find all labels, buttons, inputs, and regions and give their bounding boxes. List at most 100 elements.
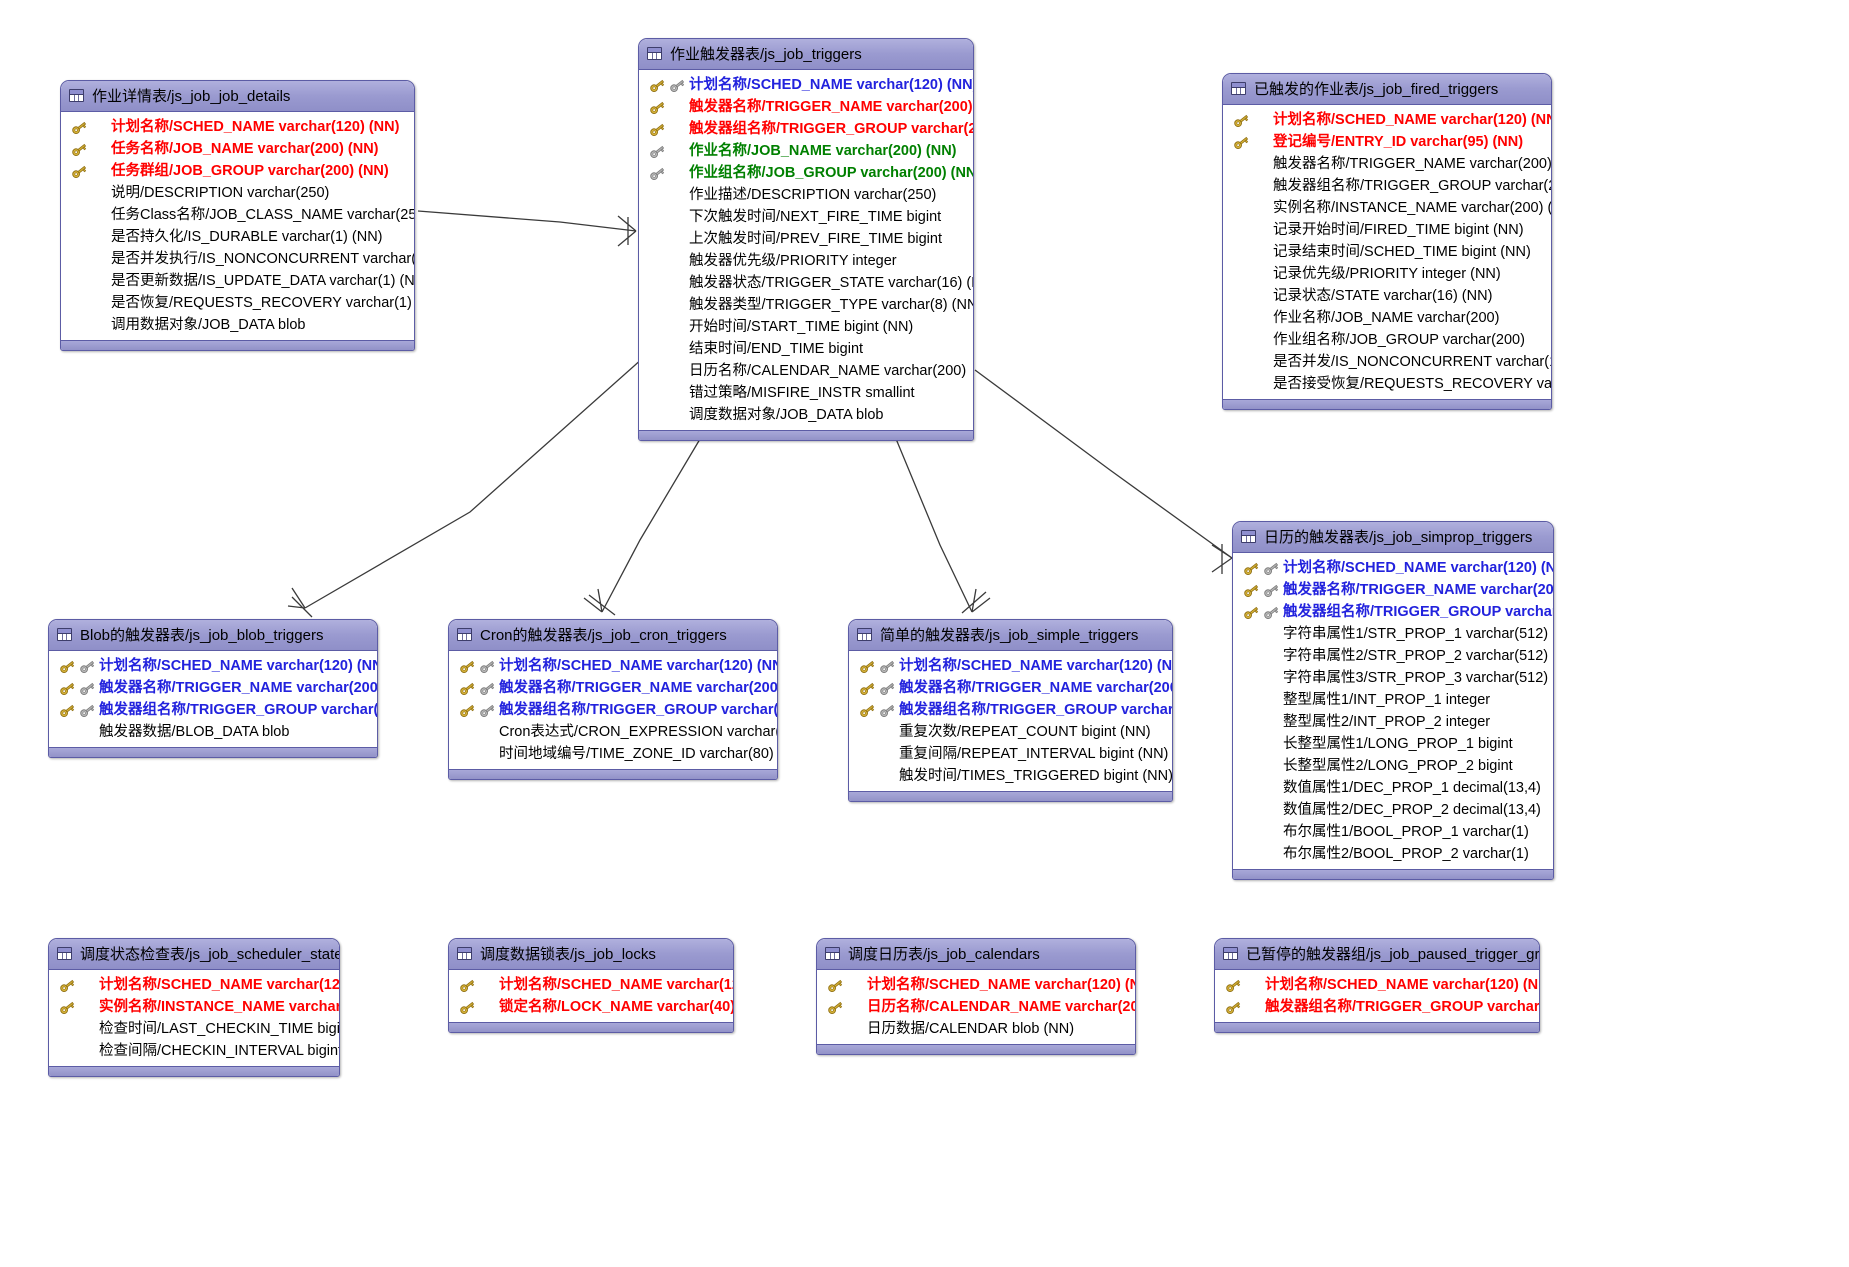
attribute-row[interactable]: 计划名称/SCHED_NAME varchar(120) (NN) bbox=[639, 74, 973, 96]
entity-header-blob_triggers[interactable]: Blob的触发器表/js_job_blob_triggers bbox=[49, 620, 377, 651]
entity-header-simprop_triggers[interactable]: 日历的触发器表/js_job_simprop_triggers bbox=[1233, 522, 1553, 553]
attribute-row[interactable]: 是否并发执行/IS_NONCONCURRENT varchar(1) (NN) bbox=[61, 248, 414, 270]
entity-job_details[interactable]: 作业详情表/js_job_job_details 计划名称/SCHED_NAME … bbox=[60, 80, 415, 351]
attribute-row[interactable]: 布尔属性1/BOOL_PROP_1 varchar(1) bbox=[1233, 821, 1553, 843]
entity-paused_trigger_grps[interactable]: 已暂停的触发器组/js_job_paused_trigger_grps 计划名称/… bbox=[1214, 938, 1540, 1033]
attribute-row[interactable]: 日历名称/CALENDAR_NAME varchar(200) (NN) bbox=[817, 996, 1135, 1018]
attribute-row[interactable]: 锁定名称/LOCK_NAME varchar(40) (NN) bbox=[449, 996, 733, 1018]
attribute-row[interactable]: 计划名称/SCHED_NAME varchar(120) (NN) bbox=[817, 974, 1135, 996]
attribute-row[interactable]: 记录状态/STATE varchar(16) (NN) bbox=[1223, 285, 1551, 307]
entity-fired_triggers[interactable]: 已触发的作业表/js_job_fired_triggers 计划名称/SCHED_… bbox=[1222, 73, 1552, 410]
attribute-row[interactable]: Cron表达式/CRON_EXPRESSION varchar(120) (NN… bbox=[449, 721, 777, 743]
attribute-row[interactable]: 触发器名称/TRIGGER_NAME varchar(200) (NN) bbox=[449, 677, 777, 699]
entity-header-job_details[interactable]: 作业详情表/js_job_job_details bbox=[61, 81, 414, 112]
attribute-row[interactable]: 触发时间/TIMES_TRIGGERED bigint (NN) bbox=[849, 765, 1172, 787]
attribute-row[interactable]: 触发器组名称/TRIGGER_GROUP varchar(200) (NN) bbox=[849, 699, 1172, 721]
attribute-row[interactable]: 时间地域编号/TIME_ZONE_ID varchar(80) bbox=[449, 743, 777, 765]
attribute-row[interactable]: 计划名称/SCHED_NAME varchar(120) (NN) bbox=[49, 655, 377, 677]
attribute-row[interactable]: 计划名称/SCHED_NAME varchar(120) (NN) bbox=[1215, 974, 1539, 996]
entity-cron_triggers[interactable]: Cron的触发器表/js_job_cron_triggers 计划名称/SCHED… bbox=[448, 619, 778, 780]
attribute-row[interactable]: 作业描述/DESCRIPTION varchar(250) bbox=[639, 184, 973, 206]
attribute-row[interactable]: 重复间隔/REPEAT_INTERVAL bigint (NN) bbox=[849, 743, 1172, 765]
attribute-row[interactable]: 触发器组名称/TRIGGER_GROUP varchar(200) (NN) bbox=[1233, 601, 1553, 623]
entity-job_triggers[interactable]: 作业触发器表/js_job_triggers 计划名称/SCHED_NAME va… bbox=[638, 38, 974, 441]
attribute-row[interactable]: 触发器名称/TRIGGER_NAME varchar(200) (NN) bbox=[1223, 153, 1551, 175]
attribute-row[interactable]: 任务群组/JOB_GROUP varchar(200) (NN) bbox=[61, 160, 414, 182]
attribute-row[interactable]: 是否并发/IS_NONCONCURRENT varchar(1) bbox=[1223, 351, 1551, 373]
attribute-row[interactable]: 布尔属性2/BOOL_PROP_2 varchar(1) bbox=[1233, 843, 1553, 865]
attribute-row[interactable]: 错过策略/MISFIRE_INSTR smallint bbox=[639, 382, 973, 404]
attribute-row[interactable]: 触发器名称/TRIGGER_NAME varchar(200) (NN) bbox=[1233, 579, 1553, 601]
attribute-row[interactable]: 计划名称/SCHED_NAME varchar(120) (NN) bbox=[49, 974, 339, 996]
attribute-row[interactable]: 计划名称/SCHED_NAME varchar(120) (NN) bbox=[61, 116, 414, 138]
entity-header-locks[interactable]: 调度数据锁表/js_job_locks bbox=[449, 939, 733, 970]
attribute-row[interactable]: 触发器名称/TRIGGER_NAME varchar(200) (NN) bbox=[49, 677, 377, 699]
attribute-row[interactable]: 下次触发时间/NEXT_FIRE_TIME bigint bbox=[639, 206, 973, 228]
attribute-row[interactable]: 作业组名称/JOB_GROUP varchar(200) bbox=[1223, 329, 1551, 351]
entity-header-paused_trigger_grps[interactable]: 已暂停的触发器组/js_job_paused_trigger_grps bbox=[1215, 939, 1539, 970]
entity-header-simple_triggers[interactable]: 简单的触发器表/js_job_simple_triggers bbox=[849, 620, 1172, 651]
attribute-row[interactable]: 调用数据对象/JOB_DATA blob bbox=[61, 314, 414, 336]
attribute-row[interactable]: 任务名称/JOB_NAME varchar(200) (NN) bbox=[61, 138, 414, 160]
attribute-row[interactable]: 触发器组名称/TRIGGER_GROUP varchar(200) (NN) bbox=[1215, 996, 1539, 1018]
attribute-row[interactable]: 记录结束时间/SCHED_TIME bigint (NN) bbox=[1223, 241, 1551, 263]
attribute-row[interactable]: 字符串属性2/STR_PROP_2 varchar(512) bbox=[1233, 645, 1553, 667]
attribute-row[interactable]: 记录优先级/PRIORITY integer (NN) bbox=[1223, 263, 1551, 285]
attribute-row[interactable]: 计划名称/SCHED_NAME varchar(120) (NN) bbox=[1223, 109, 1551, 131]
attribute-row[interactable]: 是否恢复/REQUESTS_RECOVERY varchar(1) (NN) bbox=[61, 292, 414, 314]
entity-simple_triggers[interactable]: 简单的触发器表/js_job_simple_triggers 计划名称/SCHED… bbox=[848, 619, 1173, 802]
attribute-row[interactable]: 实例名称/INSTANCE_NAME varchar(200) (NN) bbox=[1223, 197, 1551, 219]
entity-simprop_triggers[interactable]: 日历的触发器表/js_job_simprop_triggers 计划名称/SCHE… bbox=[1232, 521, 1554, 880]
attribute-row[interactable]: 触发器组名称/TRIGGER_GROUP varchar(200) (NN) bbox=[49, 699, 377, 721]
attribute-row[interactable]: 长整型属性2/LONG_PROP_2 bigint bbox=[1233, 755, 1553, 777]
attribute-row[interactable]: 记录开始时间/FIRED_TIME bigint (NN) bbox=[1223, 219, 1551, 241]
attribute-row[interactable]: 说明/DESCRIPTION varchar(250) bbox=[61, 182, 414, 204]
attribute-row[interactable]: 触发器名称/TRIGGER_NAME varchar(200) (NN) bbox=[639, 96, 973, 118]
entity-header-job_triggers[interactable]: 作业触发器表/js_job_triggers bbox=[639, 39, 973, 70]
attribute-row[interactable]: 上次触发时间/PREV_FIRE_TIME bigint bbox=[639, 228, 973, 250]
attribute-row[interactable]: 触发器组名称/TRIGGER_GROUP varchar(200) (NN) bbox=[449, 699, 777, 721]
attribute-row[interactable]: 触发器数据/BLOB_DATA blob bbox=[49, 721, 377, 743]
attribute-row[interactable]: 日历数据/CALENDAR blob (NN) bbox=[817, 1018, 1135, 1040]
attribute-row[interactable]: 是否持久化/IS_DURABLE varchar(1) (NN) bbox=[61, 226, 414, 248]
attribute-row[interactable]: 字符串属性3/STR_PROP_3 varchar(512) bbox=[1233, 667, 1553, 689]
attribute-row[interactable]: 触发器状态/TRIGGER_STATE varchar(16) (NN) bbox=[639, 272, 973, 294]
attribute-row[interactable]: 整型属性1/INT_PROP_1 integer bbox=[1233, 689, 1553, 711]
attribute-row[interactable]: 开始时间/START_TIME bigint (NN) bbox=[639, 316, 973, 338]
attribute-row[interactable]: 重复次数/REPEAT_COUNT bigint (NN) bbox=[849, 721, 1172, 743]
attribute-row[interactable]: 日历名称/CALENDAR_NAME varchar(200) bbox=[639, 360, 973, 382]
attribute-row[interactable]: 触发器组名称/TRIGGER_GROUP varchar(200) (NN) bbox=[639, 118, 973, 140]
attribute-row[interactable]: 触发器名称/TRIGGER_NAME varchar(200) (NN) bbox=[849, 677, 1172, 699]
attribute-row[interactable]: 计划名称/SCHED_NAME varchar(120) (NN) bbox=[849, 655, 1172, 677]
attribute-row[interactable]: 字符串属性1/STR_PROP_1 varchar(512) bbox=[1233, 623, 1553, 645]
entity-header-calendars[interactable]: 调度日历表/js_job_calendars bbox=[817, 939, 1135, 970]
attribute-row[interactable]: 结束时间/END_TIME bigint bbox=[639, 338, 973, 360]
entity-blob_triggers[interactable]: Blob的触发器表/js_job_blob_triggers 计划名称/SCHED… bbox=[48, 619, 378, 758]
attribute-row[interactable]: 检查时间/LAST_CHECKIN_TIME bigint (NN) bbox=[49, 1018, 339, 1040]
attribute-row[interactable]: 检查间隔/CHECKIN_INTERVAL bigint (NN) bbox=[49, 1040, 339, 1062]
attribute-row[interactable]: 实例名称/INSTANCE_NAME varchar(200) (NN) bbox=[49, 996, 339, 1018]
attribute-row[interactable]: 触发器组名称/TRIGGER_GROUP varchar(200) (NN) bbox=[1223, 175, 1551, 197]
attribute-row[interactable]: 任务Class名称/JOB_CLASS_NAME varchar(250) (N… bbox=[61, 204, 414, 226]
entity-scheduler_state[interactable]: 调度状态检查表/js_job_scheduler_state 计划名称/SCHED… bbox=[48, 938, 340, 1077]
attribute-row[interactable]: 触发器类型/TRIGGER_TYPE varchar(8) (NN) bbox=[639, 294, 973, 316]
entity-header-fired_triggers[interactable]: 已触发的作业表/js_job_fired_triggers bbox=[1223, 74, 1551, 105]
attribute-row[interactable]: 计划名称/SCHED_NAME varchar(120) (NN) bbox=[449, 974, 733, 996]
attribute-row[interactable]: 登记编号/ENTRY_ID varchar(95) (NN) bbox=[1223, 131, 1551, 153]
attribute-row[interactable]: 作业名称/JOB_NAME varchar(200) bbox=[1223, 307, 1551, 329]
attribute-row[interactable]: 调度数据对象/JOB_DATA blob bbox=[639, 404, 973, 426]
entity-locks[interactable]: 调度数据锁表/js_job_locks 计划名称/SCHED_NAME varch… bbox=[448, 938, 734, 1033]
attribute-row[interactable]: 是否接受恢复/REQUESTS_RECOVERY varchar(1) bbox=[1223, 373, 1551, 395]
attribute-row[interactable]: 计划名称/SCHED_NAME varchar(120) (NN) bbox=[449, 655, 777, 677]
attribute-row[interactable]: 计划名称/SCHED_NAME varchar(120) (NN) bbox=[1233, 557, 1553, 579]
entity-header-cron_triggers[interactable]: Cron的触发器表/js_job_cron_triggers bbox=[449, 620, 777, 651]
attribute-row[interactable]: 长整型属性1/LONG_PROP_1 bigint bbox=[1233, 733, 1553, 755]
entity-header-scheduler_state[interactable]: 调度状态检查表/js_job_scheduler_state bbox=[49, 939, 339, 970]
attribute-row[interactable]: 数值属性1/DEC_PROP_1 decimal(13,4) bbox=[1233, 777, 1553, 799]
attribute-row[interactable]: 作业组名称/JOB_GROUP varchar(200) (NN) bbox=[639, 162, 973, 184]
attribute-row[interactable]: 整型属性2/INT_PROP_2 integer bbox=[1233, 711, 1553, 733]
attribute-row[interactable]: 是否更新数据/IS_UPDATE_DATA varchar(1) (NN) bbox=[61, 270, 414, 292]
attribute-row[interactable]: 触发器优先级/PRIORITY integer bbox=[639, 250, 973, 272]
attribute-row[interactable]: 作业名称/JOB_NAME varchar(200) (NN) bbox=[639, 140, 973, 162]
attribute-row[interactable]: 数值属性2/DEC_PROP_2 decimal(13,4) bbox=[1233, 799, 1553, 821]
